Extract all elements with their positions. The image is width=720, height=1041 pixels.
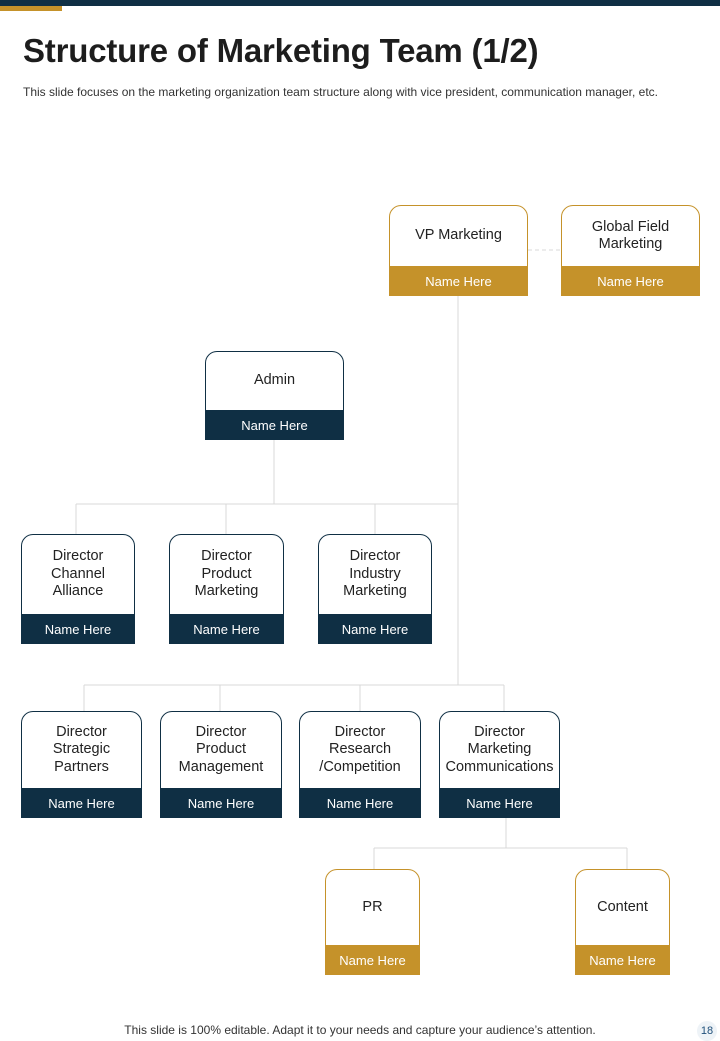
director-research-competition-name: Name Here	[299, 788, 421, 818]
director-research-competition-title: Director Research /Competition	[319, 723, 401, 775]
director-channel-alliance-name: Name Here	[21, 614, 135, 644]
director-channel-alliance-box: Director Channel Alliance Name Here	[21, 534, 135, 644]
director-industry-marketing-name: Name Here	[318, 614, 432, 644]
director-marketing-communications-name: Name Here	[439, 788, 560, 818]
footer-note: This slide is 100% editable. Adapt it to…	[124, 1023, 596, 1037]
pr-box: PR Name Here	[325, 869, 420, 975]
content-box: Content Name Here	[575, 869, 670, 975]
director-marketing-communications-title: Director Marketing Communications	[445, 723, 554, 775]
director-strategic-partners-title: Director Strategic Partners	[52, 723, 111, 775]
director-product-management-box: Director Product Management Name Here	[160, 711, 282, 818]
global-field-marketing-title: Global Field Marketing	[591, 218, 670, 253]
vp-marketing-name: Name Here	[389, 266, 528, 296]
page-number: 18	[697, 1021, 717, 1041]
admin-name: Name Here	[205, 410, 344, 440]
top-bar	[0, 0, 720, 6]
director-strategic-partners-box: Director Strategic Partners Name Here	[21, 711, 142, 818]
vp-marketing-box: VP Marketing Name Here	[389, 205, 528, 296]
admin-box: Admin Name Here	[205, 351, 344, 440]
slide-subtitle: This slide focuses on the marketing orga…	[23, 85, 658, 99]
director-research-competition-box: Director Research /Competition Name Here	[299, 711, 421, 818]
content-title: Content	[597, 898, 648, 915]
director-product-marketing-name: Name Here	[169, 614, 284, 644]
director-industry-marketing-title: Director Industry Marketing	[343, 548, 407, 600]
director-strategic-partners-name: Name Here	[21, 788, 142, 818]
vp-marketing-title: VP Marketing	[415, 227, 502, 244]
director-product-management-name: Name Here	[160, 788, 282, 818]
director-industry-marketing-box: Director Industry Marketing Name Here	[318, 534, 432, 644]
director-product-management-title: Director Product Management	[178, 723, 264, 775]
content-name: Name Here	[575, 945, 670, 975]
director-channel-alliance-title: Director Channel Alliance	[50, 548, 105, 600]
global-field-marketing-name: Name Here	[561, 266, 700, 296]
pr-title: PR	[362, 898, 383, 915]
top-accent-bar	[0, 6, 62, 11]
director-marketing-communications-box: Director Marketing Communications Name H…	[439, 711, 560, 818]
director-product-marketing-box: Director Product Marketing Name Here	[169, 534, 284, 644]
pr-name: Name Here	[325, 945, 420, 975]
slide-title: Structure of Marketing Team (1/2)	[23, 32, 539, 69]
director-product-marketing-title: Director Product Marketing	[194, 548, 259, 600]
admin-title: Admin	[253, 372, 296, 389]
global-field-marketing-box: Global Field Marketing Name Here	[561, 205, 700, 296]
